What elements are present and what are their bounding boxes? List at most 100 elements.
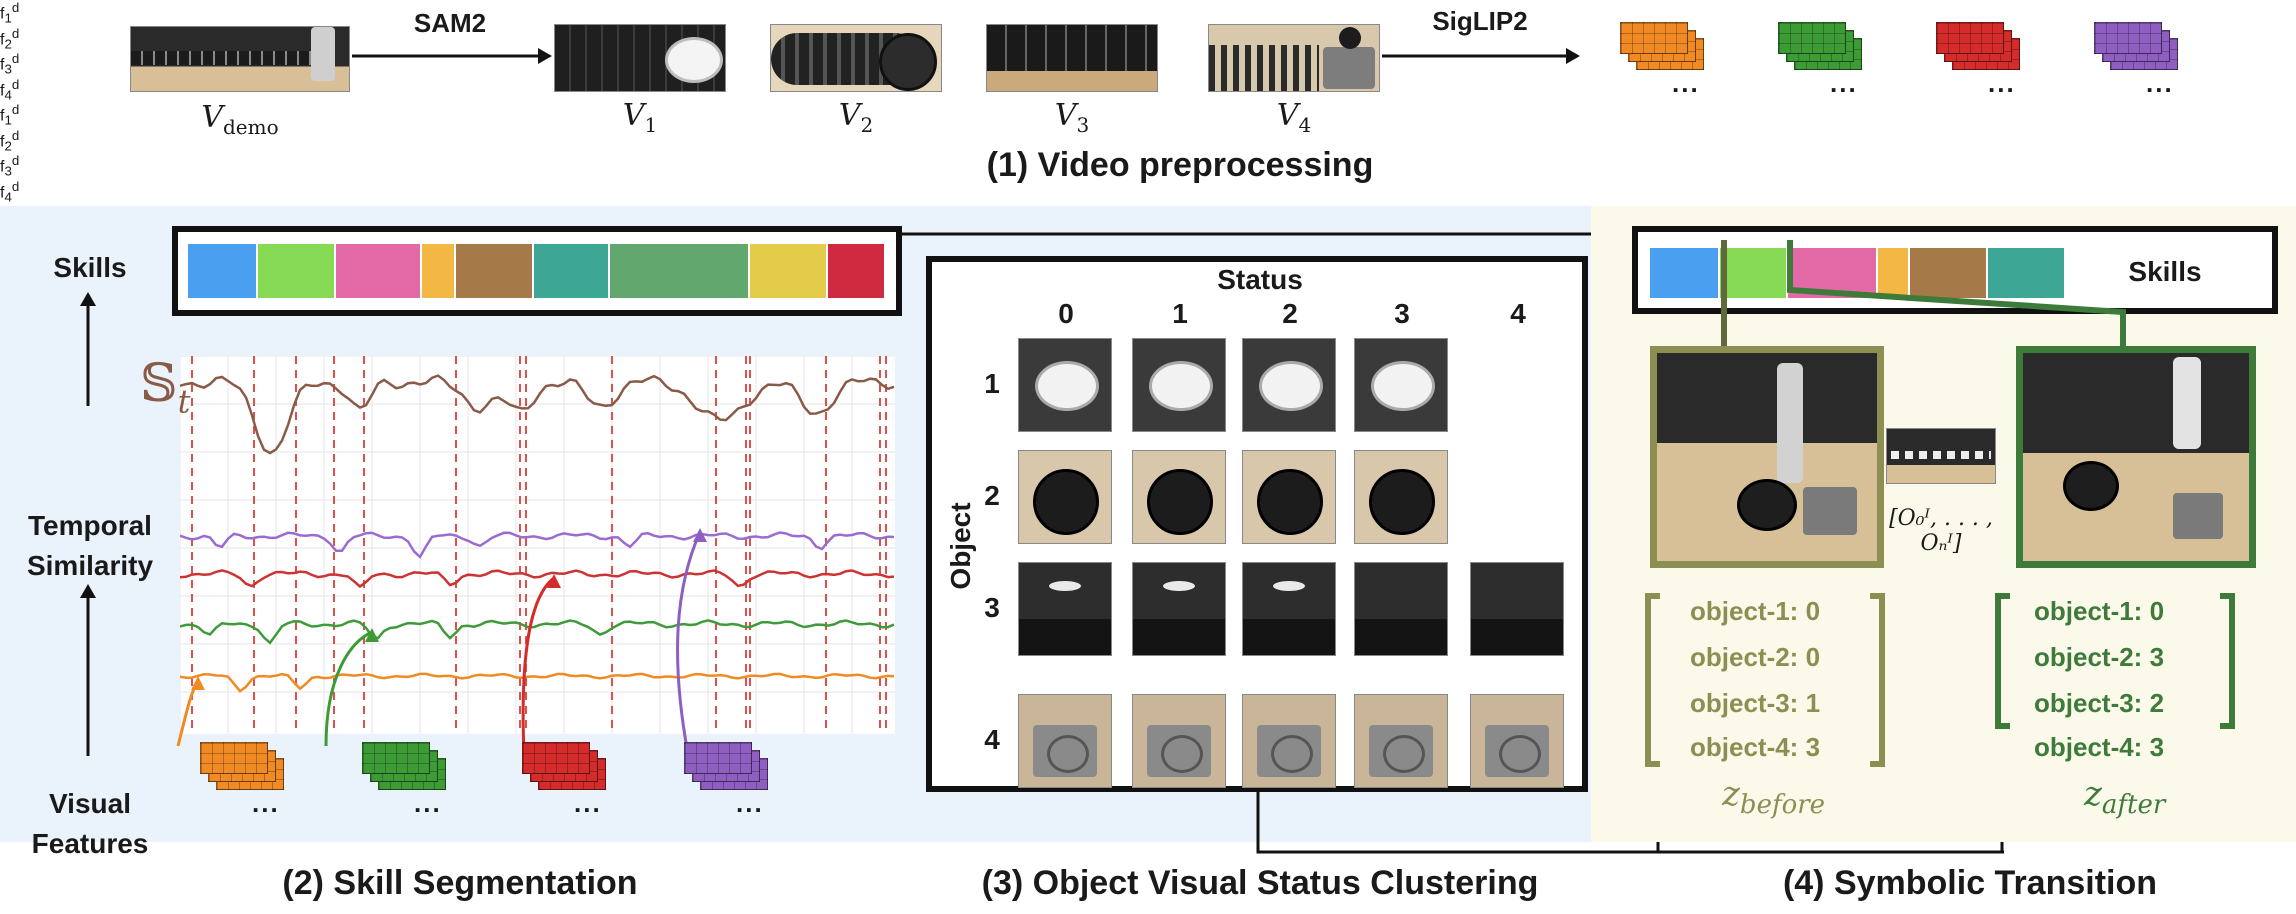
intermediate-obs-thumbnail — [1886, 428, 1996, 484]
feature-sub: 1 — [4, 10, 12, 26]
status-thumbnail — [1018, 562, 1112, 656]
state-after-entry: object-2: 3 — [2034, 642, 2165, 672]
feature-sup: d — [11, 153, 20, 169]
axis-arrow-bottom — [80, 584, 96, 756]
stove-ring — [1161, 735, 1203, 773]
state-after-entry: object-3: 2 — [2034, 688, 2165, 718]
feature-grid-layer — [684, 742, 752, 774]
v3-floor — [987, 71, 1157, 91]
vdemo-label: Vdemo — [201, 100, 279, 139]
feature-base: f — [0, 107, 5, 125]
bowl-shape — [1259, 361, 1323, 411]
similarity-curve-brown — [180, 374, 895, 455]
after-robot-arm — [2173, 357, 2201, 449]
feature-sub: 3 — [4, 163, 12, 179]
counter-shape — [1019, 619, 1111, 655]
feature-label-bottom: f2d — [0, 128, 2296, 154]
feature-grid-layer — [362, 742, 430, 774]
feature-arrow-3 — [521, 576, 555, 755]
feature-grid-layer — [1936, 22, 2004, 54]
feature-sup: d — [11, 0, 20, 15]
vdemo-counter-strip — [131, 51, 331, 65]
skill-segment — [828, 244, 886, 298]
v3-thumbnail — [986, 24, 1158, 92]
status-col-header: 1 — [1172, 298, 1188, 329]
skill-segment — [422, 244, 456, 298]
status-thumbnail — [1132, 562, 1226, 656]
status-thumbnail — [1132, 450, 1226, 544]
status-thumbnail — [1354, 338, 1448, 432]
temporal-similarity-plot — [180, 356, 895, 734]
section2-panel: Skills Temporal Similarity Visual Featur… — [0, 206, 905, 859]
counter-shape — [1133, 619, 1225, 655]
skill-segment — [1720, 248, 1788, 298]
v2-label: V2 — [838, 98, 874, 137]
v4-stove — [1323, 47, 1375, 89]
after-stove — [2173, 493, 2223, 539]
status-thumbnail — [1242, 562, 1336, 656]
plot-background — [180, 356, 895, 734]
section1-title: (1) Video preprocessing — [986, 146, 1374, 184]
status-thumbnail — [1018, 338, 1112, 432]
object-row-header: 2 — [984, 480, 1000, 511]
intermediate-strip — [1891, 451, 1991, 459]
feature-sub: 2 — [4, 36, 12, 52]
siglip2-label: SigLIP2 — [1432, 6, 1528, 36]
feature-base: f — [0, 5, 5, 23]
after-frame — [2016, 346, 2256, 568]
feature-sup: d — [11, 76, 20, 92]
pan-shape — [1369, 469, 1435, 535]
feature-label-top: f1d — [0, 0, 2296, 26]
skill-segment — [258, 244, 336, 298]
skill-segment — [750, 244, 828, 298]
similarity-curve-green — [180, 619, 895, 645]
skill-segment — [534, 244, 610, 298]
feature-label-bottom: f1d — [0, 102, 2296, 128]
feature-ellipsis-top: ... — [1988, 68, 2016, 98]
feature-grid-layer — [2094, 22, 2162, 54]
feature-sup: d — [11, 51, 20, 67]
feature-label-top: f2d — [0, 26, 2296, 52]
feature-arrow-2 — [324, 630, 373, 747]
counter-top — [1501, 581, 1533, 591]
bowl-shape — [1149, 361, 1213, 411]
status-col-header: 0 — [1058, 298, 1074, 329]
feature-sub: 4 — [4, 189, 12, 205]
feature-sup: d — [11, 178, 20, 194]
pan-shape — [1147, 469, 1213, 535]
axis-visual-label: Visual Features — [31, 788, 149, 859]
state-after-entry: object-1: 0 — [2034, 596, 2165, 626]
feature-grid-layer — [200, 742, 268, 774]
state-before-entry: object-2: 0 — [1690, 642, 1821, 672]
v4-pan-handle — [1339, 27, 1361, 49]
feature-sub: 3 — [4, 61, 12, 77]
z-before-symbol: zbefore — [1722, 774, 1826, 820]
before-pan — [1737, 479, 1797, 531]
similarity-curve-purple — [180, 531, 895, 560]
vdemo-thumbnail — [130, 26, 350, 92]
state-before-entry: object-4: 3 — [1690, 732, 1821, 762]
feature-stack-bottom-3 — [522, 742, 618, 798]
axis-temporal-label: Temporal Similarity — [26, 510, 154, 581]
feature-arrow-4 — [676, 531, 702, 755]
v4-thumbnail — [1208, 24, 1380, 92]
before-frame — [1650, 346, 1884, 568]
intermediate-obs-label: [O₀ᴵ, . . . , Oₙᴵ] — [1889, 506, 1993, 556]
feature-stack-top-1 — [1620, 22, 1716, 78]
feature-grid-layer — [1620, 22, 1688, 54]
feature-to-curve-arrows — [176, 528, 707, 755]
vdemo-robot — [311, 27, 335, 81]
skill-segment — [336, 244, 422, 298]
sam2-label: SAM2 — [413, 8, 487, 38]
status-thumbnail — [1242, 338, 1336, 432]
status-thumbnail — [1354, 694, 1448, 788]
feature-base: f — [0, 183, 5, 201]
counter-top — [1049, 581, 1081, 591]
similarity-curve-red — [180, 569, 895, 589]
skill-bar — [188, 244, 886, 298]
counter-top — [1163, 581, 1195, 591]
v3-label: V3 — [1054, 98, 1090, 137]
bowl-shape — [1371, 361, 1435, 411]
skill-segment — [1878, 248, 1910, 298]
